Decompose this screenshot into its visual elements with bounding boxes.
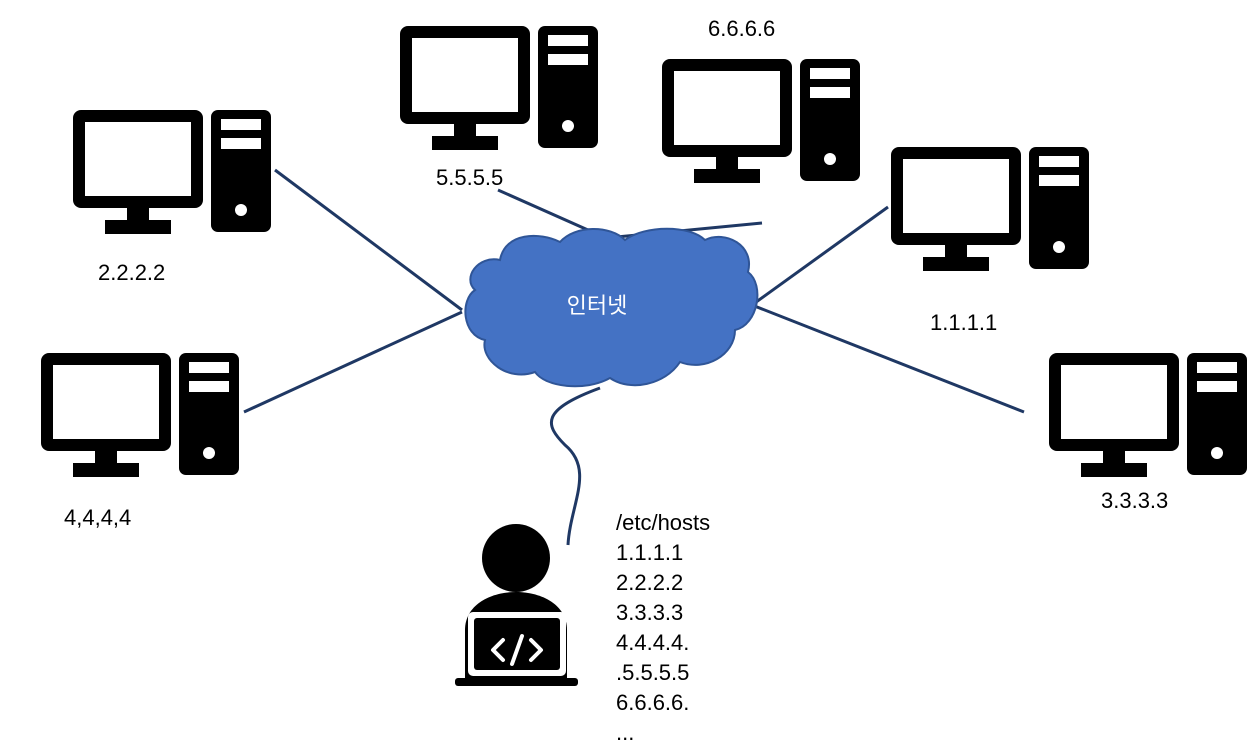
- computer-label-5-5-5-5: 5.5.5.5: [436, 165, 504, 190]
- computer-label-4-4-4-4: 4,4,4,4: [64, 505, 132, 530]
- hosts-file-listing: /etc/hosts 1.1.1.1 2.2.2.2 3.3.3.3 4.4.4…: [616, 508, 710, 748]
- computer-icon-1-1-1-1: [891, 147, 1089, 271]
- computer-label-1-1-1-1: 1.1.1.1: [930, 310, 998, 335]
- link-user: [550, 386, 601, 546]
- computer-icon-5-5-5-5: [400, 26, 598, 150]
- computer-icon-2-2-2-2: [73, 110, 271, 234]
- hosts-entry: 1.1.1.1: [616, 540, 684, 565]
- internet-cloud: 인터넷: [464, 227, 759, 388]
- link-2-2-2-2: [274, 168, 463, 312]
- hosts-entry: 2.2.2.2: [616, 570, 684, 595]
- developer-laptop-icon: [455, 524, 578, 686]
- link-1-1-1-1: [751, 205, 889, 307]
- hosts-entry: 4.4.4.4.: [616, 630, 690, 655]
- computer-label-6-6-6-6: 6.6.6.6: [708, 16, 776, 41]
- hosts-file-title: /etc/hosts: [616, 510, 711, 535]
- computer-icon-6-6-6-6: [662, 59, 860, 183]
- hosts-entry: 6.6.6.6.: [616, 690, 690, 715]
- hosts-entry: .5.5.5.5: [616, 660, 690, 685]
- hosts-entry: ...: [616, 720, 635, 745]
- computer-label-2-2-2-2: 2.2.2.2: [98, 260, 166, 285]
- computer-label-3-3-3-3: 3.3.3.3: [1101, 488, 1169, 513]
- hosts-entry: 3.3.3.3: [616, 600, 684, 625]
- link-3-3-3-3: [751, 303, 1025, 414]
- internet-label: 인터넷: [567, 294, 628, 319]
- link-4-4-4-4: [243, 310, 463, 414]
- computer-icon-3-3-3-3: [1049, 353, 1247, 477]
- computer-icon-4-4-4-4: [41, 353, 239, 477]
